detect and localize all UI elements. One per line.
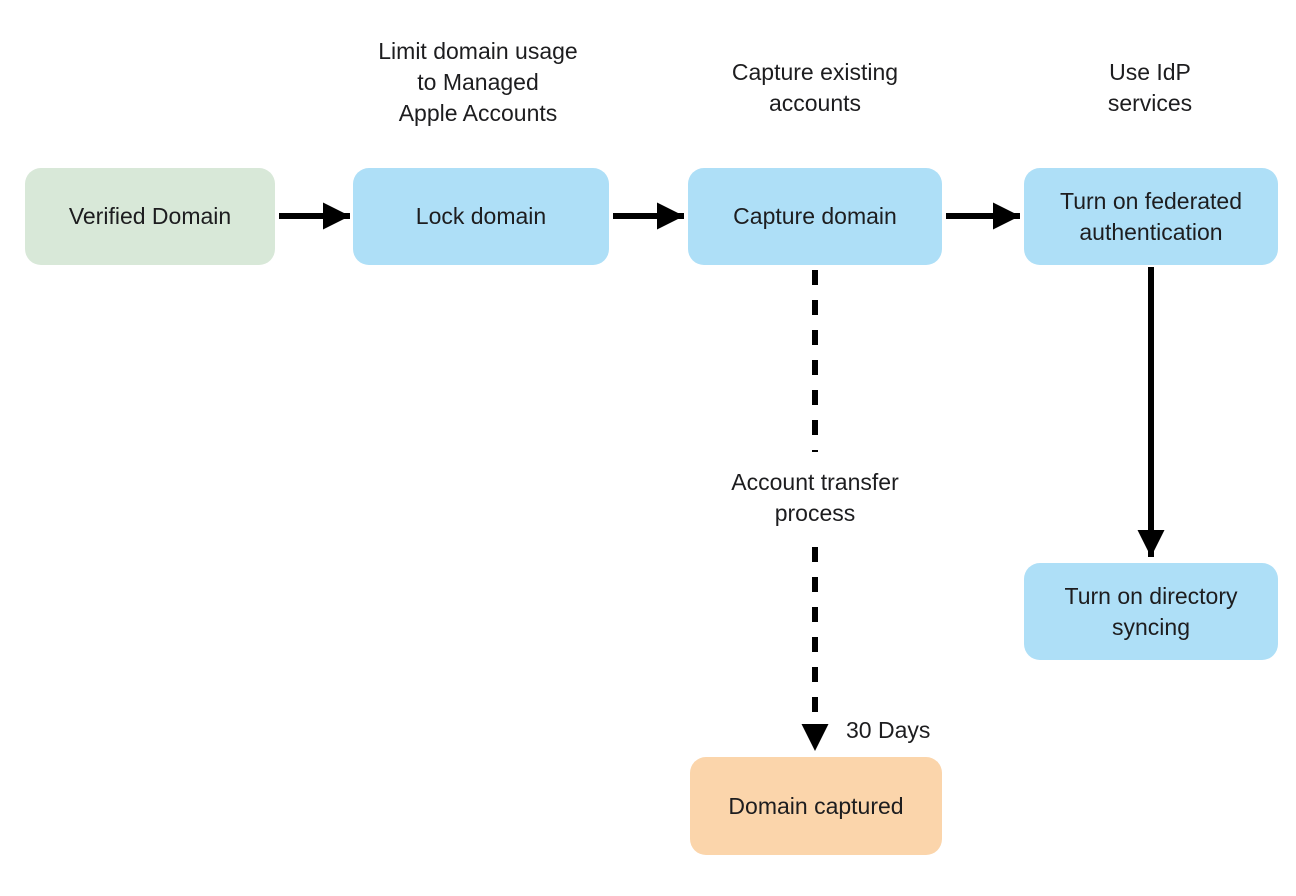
node-verified-domain-label: Verified Domain	[68, 203, 232, 229]
node-domain-captured: Domain captured	[690, 757, 942, 855]
node-verified-domain: Verified Domain	[25, 168, 275, 265]
node-lock-domain-label: Lock domain	[415, 203, 547, 229]
node-capture-domain: Capture domain	[688, 168, 942, 265]
node-turn-on-directory-syncing: Turn on directory syncing	[1024, 563, 1278, 660]
annotation-capture-existing-accounts: Capture existing accounts	[731, 59, 899, 116]
annotation-limit-domain-usage: Limit domain usage to Managed Apple Acco…	[378, 38, 578, 126]
node-domain-captured-label: Domain captured	[728, 792, 904, 819]
annotation-use-idp-services: Use IdP services	[1107, 59, 1193, 116]
node-lock-domain: Lock domain	[353, 168, 609, 265]
node-turn-on-federated-authentication: Turn on federated authentication	[1024, 168, 1278, 265]
annotation-30-days: 30 Days	[846, 717, 931, 743]
node-turn-on-directory-syncing-label: Turn on directory syncing	[1064, 582, 1238, 640]
annotation-account-transfer-process: Account transfer process	[731, 469, 899, 526]
node-capture-domain-label: Capture domain	[733, 203, 897, 229]
node-turn-on-federated-authentication-label: Turn on federated authentication	[1060, 187, 1242, 245]
